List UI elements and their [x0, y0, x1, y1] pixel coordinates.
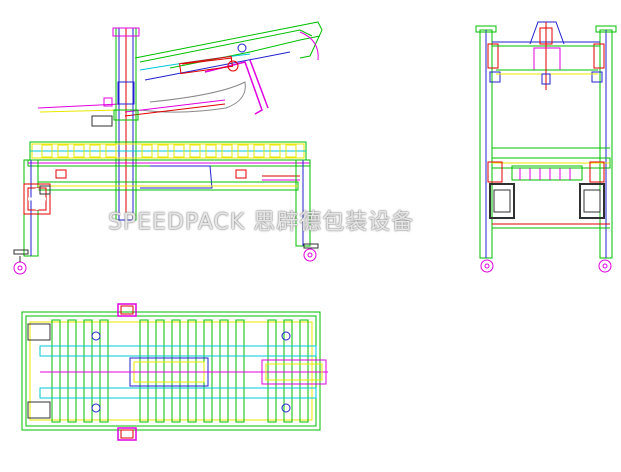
- top-view-rollers: [51, 319, 309, 423]
- vertical-column: [91, 27, 140, 221]
- side-view: [13, 21, 323, 275]
- end-view-top-head: [492, 21, 600, 90]
- side-conveyor: [27, 141, 311, 189]
- top-view: [21, 303, 328, 441]
- end-view-conveyor: [491, 147, 611, 181]
- end-view-casters: [480, 259, 612, 273]
- end-view: [475, 21, 617, 273]
- end-view-motors: [487, 161, 610, 229]
- side-frame: [13, 159, 319, 275]
- top-view-belt: [39, 345, 328, 399]
- flap-folder-arm: [37, 21, 323, 117]
- top-view-motors: [27, 303, 291, 441]
- end-view-frame: [475, 25, 617, 259]
